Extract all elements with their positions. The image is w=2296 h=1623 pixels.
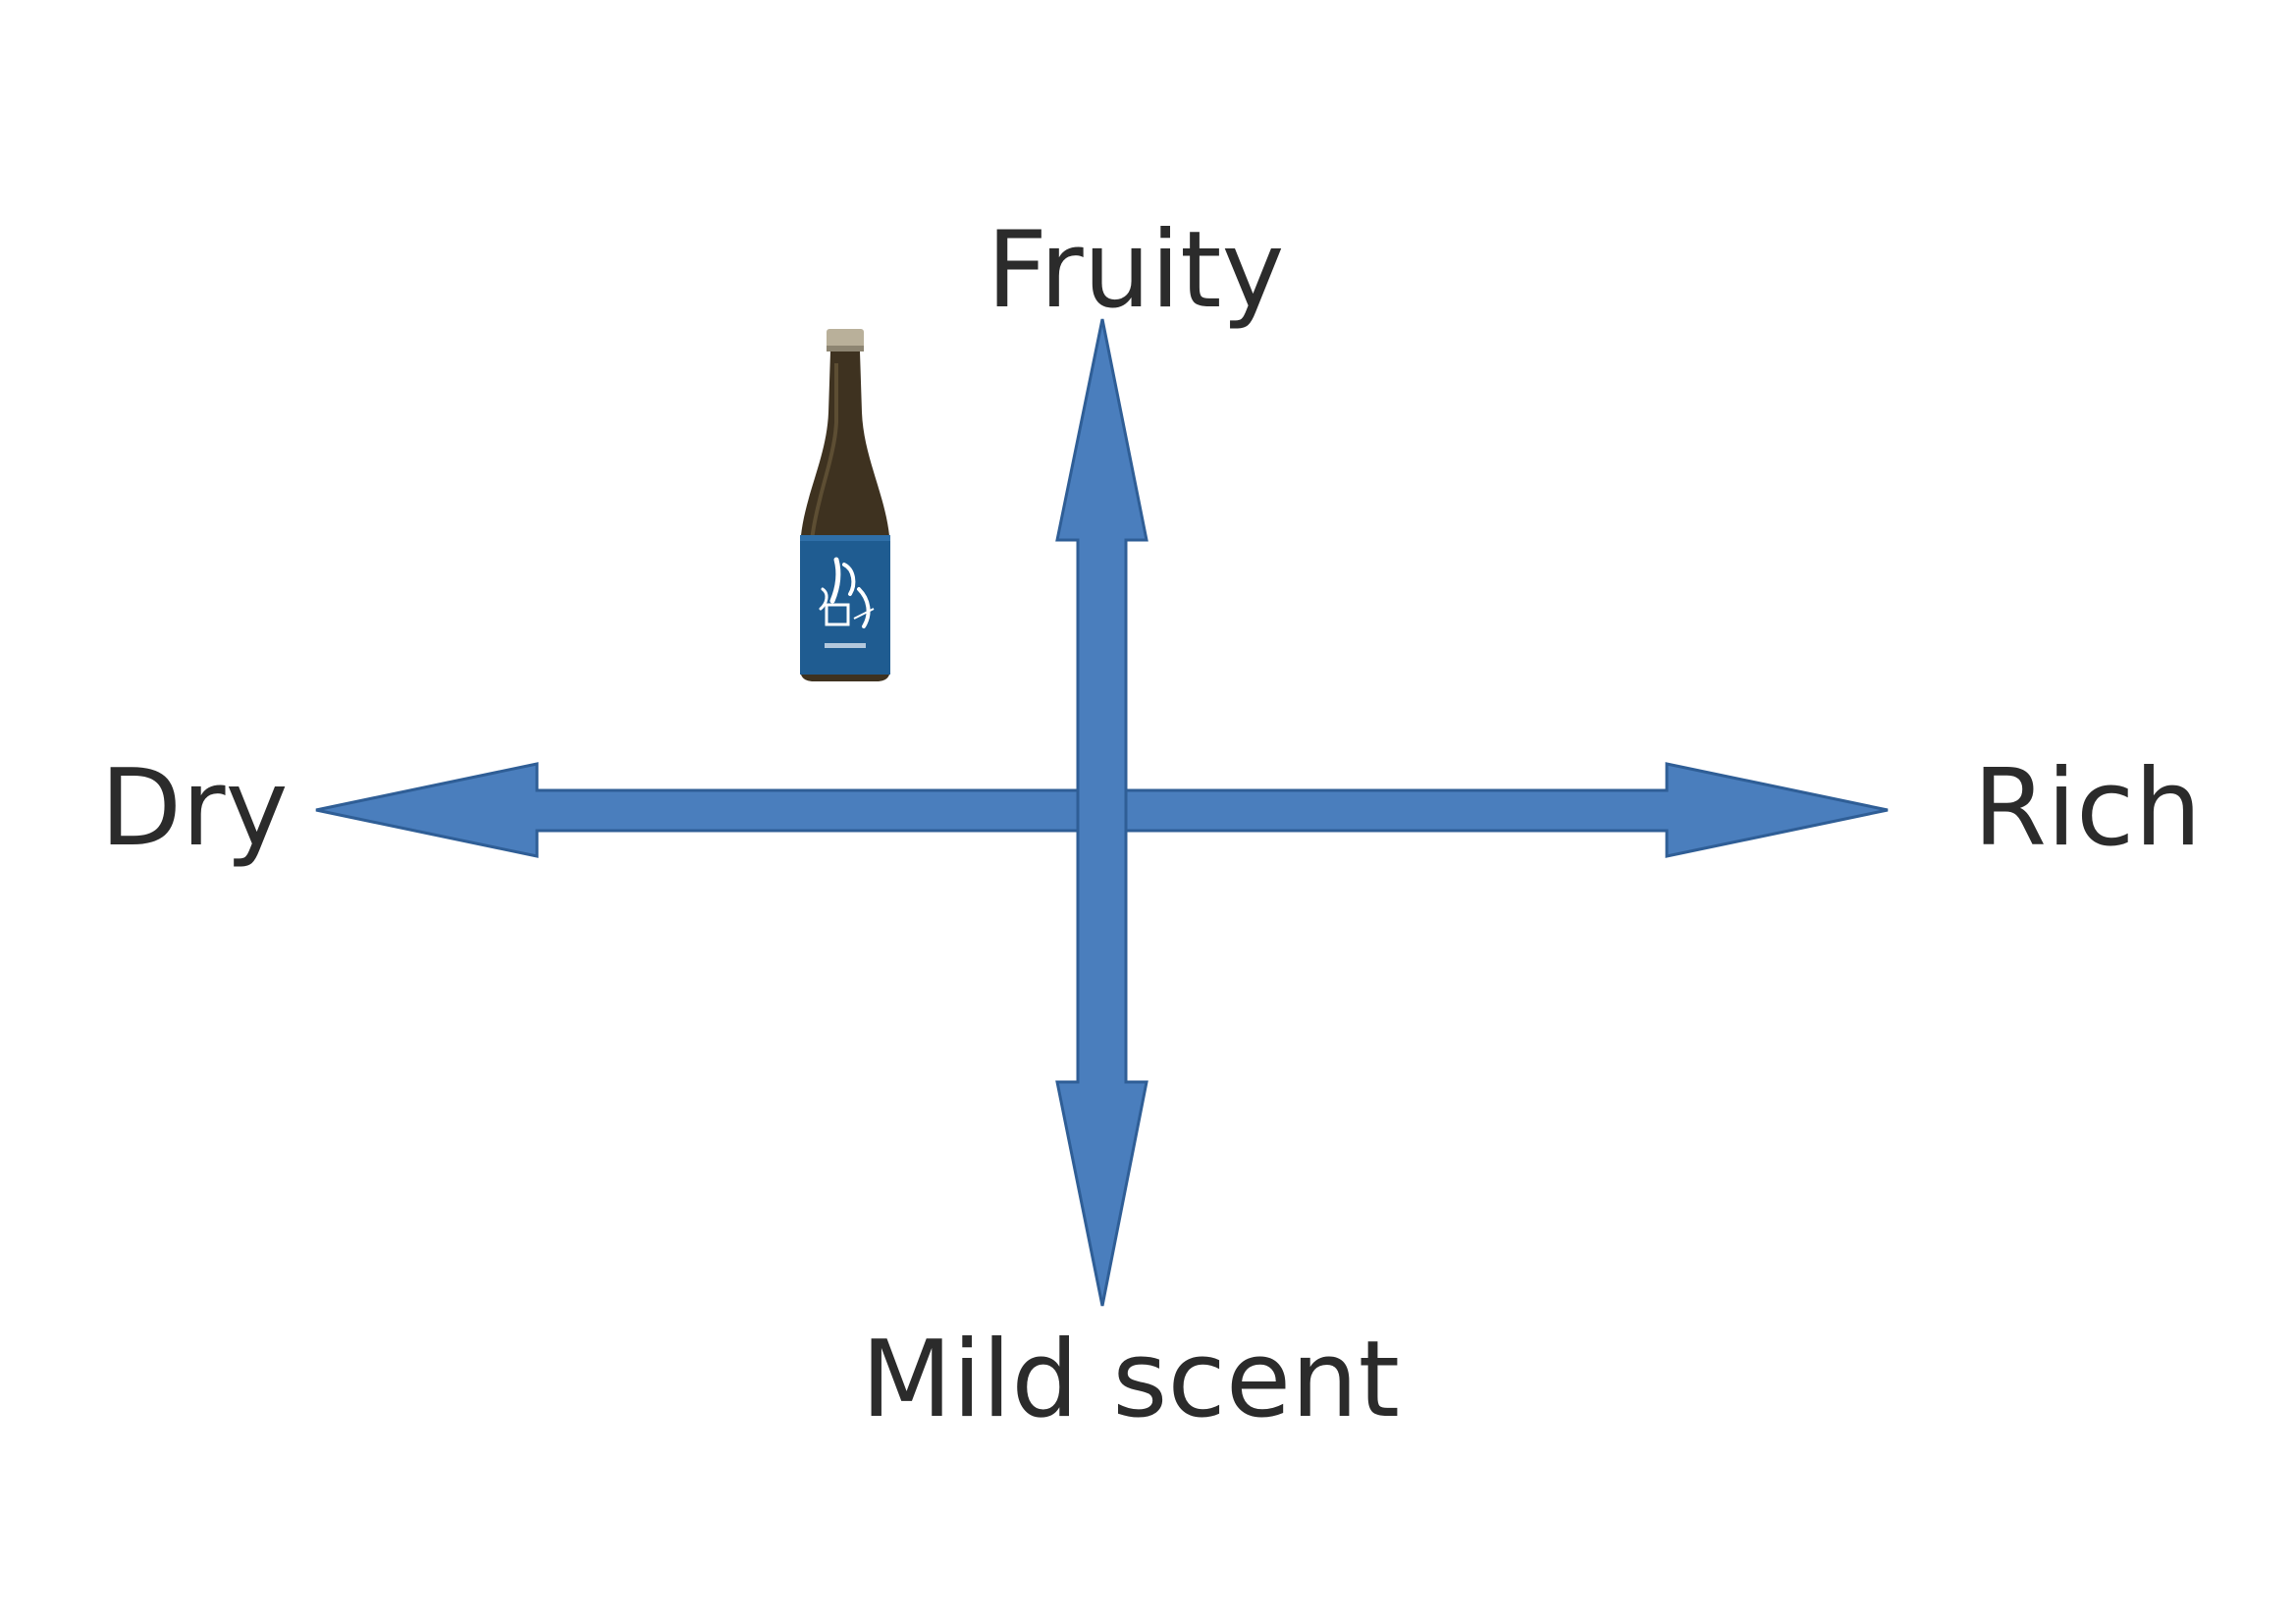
- vertical-double-arrow: [1055, 318, 1148, 1307]
- axis-label-bottom: Mild scent: [861, 1319, 1400, 1441]
- axis-label-right: Rich: [1973, 747, 2202, 870]
- axis-label-top: Fruity: [987, 209, 1285, 332]
- axis-label-left: Dry: [100, 747, 289, 870]
- sake-bottle-icon: [800, 329, 890, 681]
